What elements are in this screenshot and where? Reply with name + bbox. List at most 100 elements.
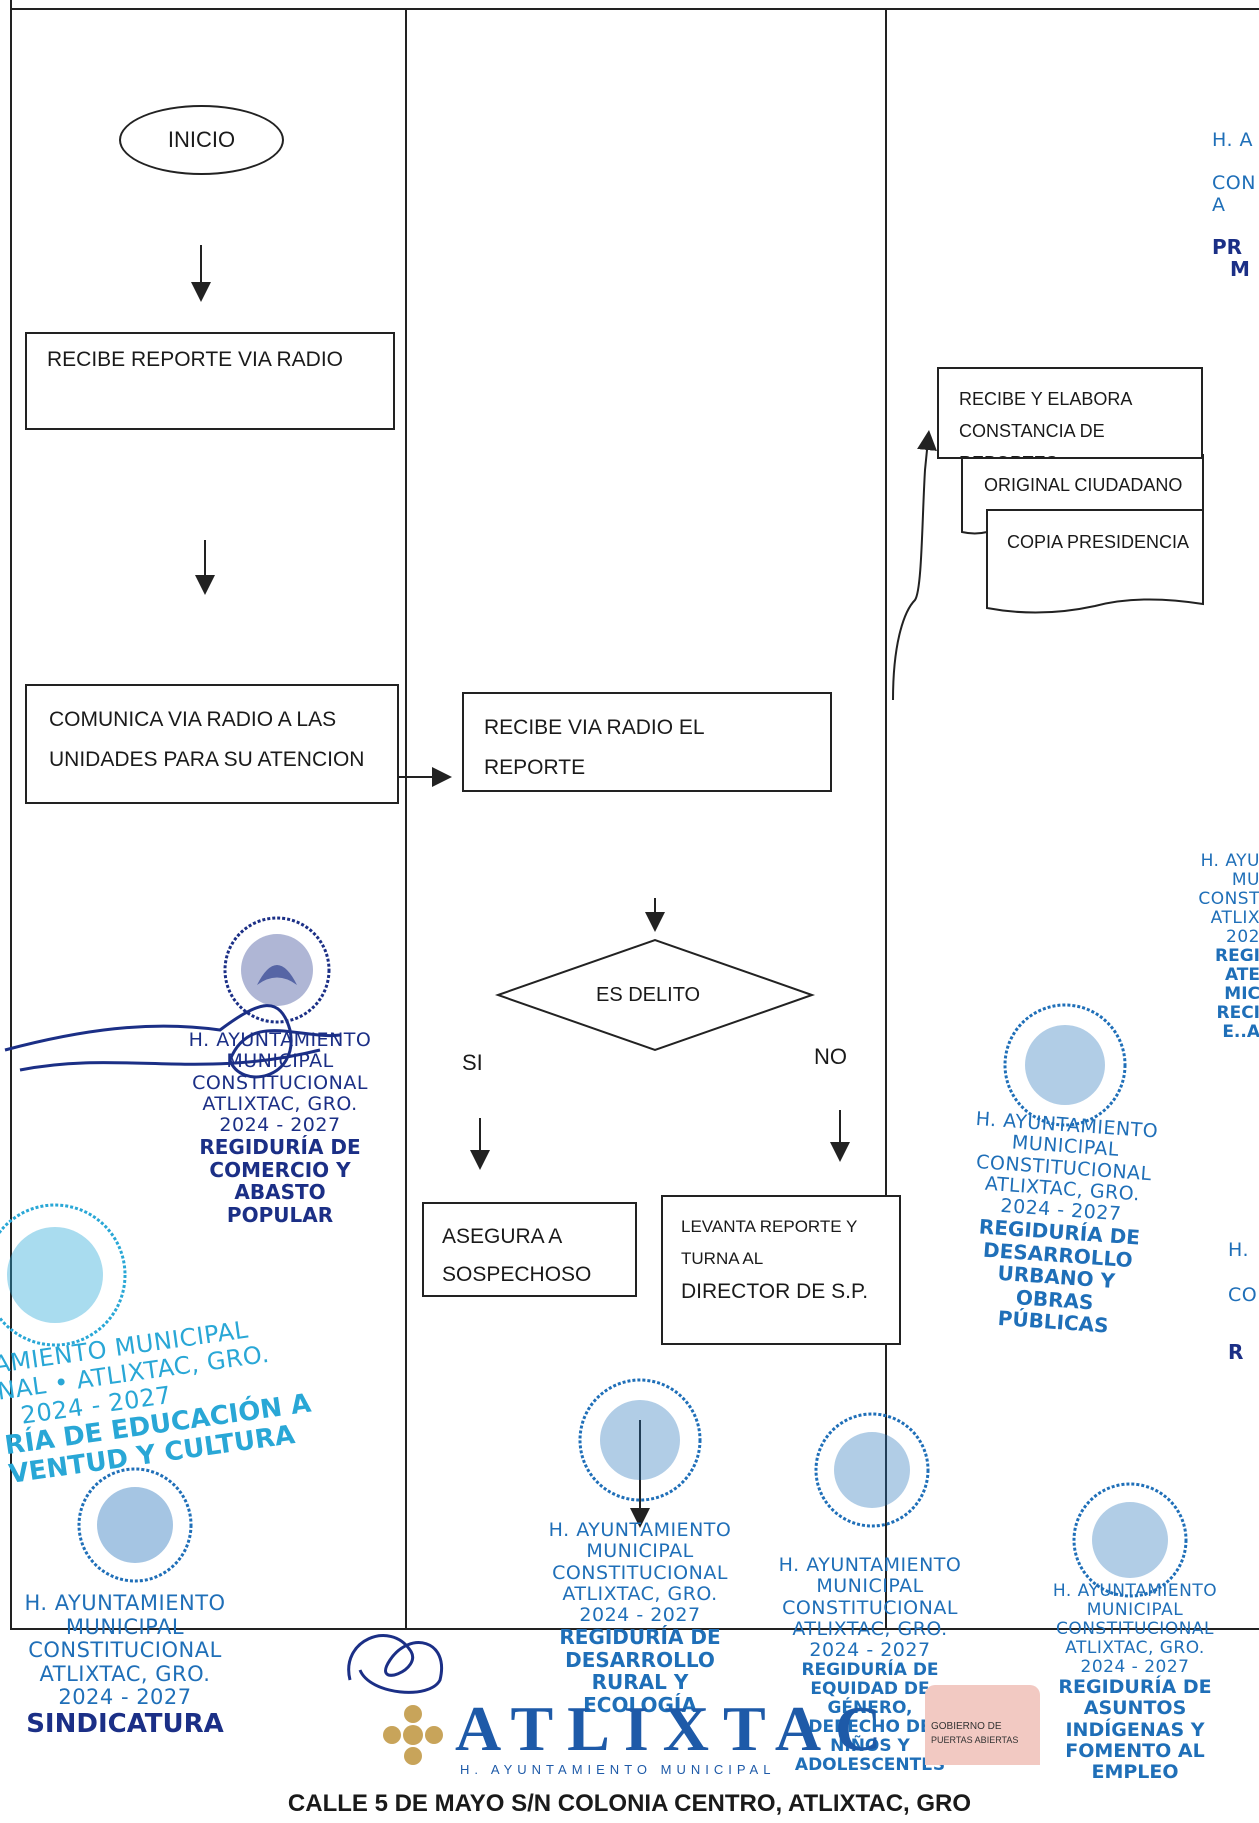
flow-arrows <box>191 245 1204 1528</box>
file-report-box: LEVANTA REPORTE Y TURNA AL DIRECTOR DE S… <box>661 1195 901 1345</box>
seal-right-edge-low: H. CO R <box>1228 1239 1259 1364</box>
seal-comercio-l1: H. AYUNTAMIENTO <box>188 1029 372 1051</box>
seal-right-mid-l4: ATLIX <box>1210 908 1259 929</box>
frame-bottom-border <box>10 1628 1259 1630</box>
atlixtac-logo-text: ATLIXTAC <box>455 1693 896 1764</box>
secure-suspect-label: ASEGURA A SOSPECHOSO <box>442 1225 592 1286</box>
seal-right-mid-l8: MIC <box>1224 984 1259 1005</box>
seal-equidad-l8: GÉNERO, <box>827 1698 913 1719</box>
receive-report-label: RECIBE REPORTE VIA RADIO <box>47 348 344 371</box>
eagle-seal-rural <box>578 1378 702 1502</box>
seal-rural-l6: REGIDURÍA DE <box>559 1625 721 1650</box>
seal-rural-l9: ECOLOGÍA <box>583 1692 697 1717</box>
seal-sindicatura-l1: H. AYUNTAMIENTO <box>24 1591 226 1615</box>
signature-comercio <box>4 1004 341 1079</box>
seal-sindicatura: H. AYUNTAMIENTO MUNICIPAL CONSTITUCIONAL… <box>0 1591 250 1739</box>
seal-comercio-l5: 2024 - 2027 <box>219 1114 341 1137</box>
seal-indigenas-l4: ATLIXTAC, GRO. <box>1065 1638 1205 1659</box>
seal-equidad-l11: ADOLESCENTES <box>794 1755 946 1776</box>
constancy-box: RECIBE Y ELABORA CONSTANCIA DE REPORTES <box>937 367 1203 459</box>
eagle-seal-educacion <box>0 1203 127 1347</box>
seal-indigenas-l6: REGIDURÍA DE <box>1058 1676 1212 1699</box>
seal-right-edge-mid: H. AYU MU CONST ATLIX 202 REGI ATE MIC R… <box>1180 851 1259 1042</box>
file-report-label-2: DIRECTOR DE S.P. <box>681 1280 869 1303</box>
seal-indigenas-l8: INDÍGENAS Y <box>1065 1718 1205 1741</box>
seal-equidad-l2: MUNICIPAL <box>816 1575 924 1598</box>
seal-indigenas-l7: ASUNTOS <box>1083 1697 1187 1720</box>
seal-right-low-l3: R <box>1228 1339 1244 1364</box>
seal-right-mid-l2: MU <box>1231 870 1259 891</box>
original-citizen-label: ORIGINAL CIUDADANO <box>984 475 1183 495</box>
seal-sindicatura-l6: SINDICATURA <box>26 1708 224 1739</box>
seal-equidad-l9: DERECHO DE <box>808 1717 932 1738</box>
decision-yes-label: SI <box>462 1050 483 1075</box>
seal-equidad-l6: REGIDURÍA DE <box>801 1660 939 1681</box>
seal-equidad-l1: H. AYUNTAMIENTO <box>778 1554 962 1576</box>
atlixtac-logo-icon <box>383 1705 443 1765</box>
seal-rural-l1: H. AYUNTAMIENTO <box>548 1519 732 1541</box>
seal-sindicatura-l4: ATLIXTAC, GRO. <box>39 1661 211 1686</box>
seal-right-top-l2: CON <box>1212 172 1256 195</box>
seal-rural-l5: 2024 - 2027 <box>579 1604 701 1627</box>
seal-right-low-l1: H. <box>1228 1239 1249 1261</box>
arrow-to-lane3 <box>892 430 937 701</box>
communicate-radio-box: COMUNICA VIA RADIO A LAS UNIDADES PARA S… <box>25 684 399 804</box>
decision-diamond <box>494 938 816 1052</box>
seal-comercio: H. AYUNTAMIENTO MUNICIPAL CONSTITUCIONAL… <box>170 1029 390 1227</box>
footer-address: CALLE 5 DE MAYO S/N COLONIA CENTRO, ATLI… <box>287 1790 972 1817</box>
seal-equidad-l3: CONSTITUCIONAL <box>782 1596 958 1619</box>
seal-equidad-l5: 2024 - 2027 <box>809 1639 931 1662</box>
seal-right-mid-l5: 202 <box>1226 927 1259 948</box>
atlixtac-logo-subtitle: H. AYUNTAMIENTO MUNICIPAL <box>460 1762 776 1777</box>
seal-sindicatura-l3: CONSTITUCIONAL <box>28 1638 222 1663</box>
lane-divider-1 <box>405 8 407 1630</box>
eagle-seal-equidad <box>814 1412 930 1528</box>
seal-right-mid-l7: ATE <box>1224 965 1259 986</box>
file-report-label-1: LEVANTA REPORTE Y TURNA AL <box>681 1217 858 1268</box>
copy-presidency-label: COPIA PRESIDENCIA <box>1007 532 1190 552</box>
seal-right-top-l3: A <box>1212 193 1226 216</box>
seal-indigenas-l9: FOMENTO AL <box>1065 1739 1205 1762</box>
start-label: INICIO <box>167 127 236 152</box>
doc-shape-copy <box>986 509 1204 614</box>
eagle-seal-comercio <box>223 916 331 1024</box>
eagle-seal-urbano <box>1003 1003 1127 1127</box>
lane-divider-2 <box>885 8 887 1630</box>
seal-comercio-l2: MUNICIPAL <box>226 1050 334 1073</box>
seal-rural-l7: DESARROLLO <box>565 1647 715 1672</box>
badge-line-1: GOBIERNO DE <box>931 1721 1002 1732</box>
signature-sindicatura <box>347 1634 444 1694</box>
seal-indigenas-l2: MUNICIPAL <box>1086 1600 1184 1621</box>
government-badge: GOBIERNO DE PUERTAS ABIERTAS <box>925 1685 1040 1765</box>
seal-indigenas-l5: 2024 - 2027 <box>1080 1657 1190 1678</box>
doc-shape-original <box>961 454 1204 535</box>
seal-right-top-l1: H. A <box>1212 129 1254 151</box>
seal-comercio-l9: POPULAR <box>226 1202 334 1227</box>
eagle-seal-indigenas <box>1072 1482 1188 1598</box>
seal-indigenas-l1: H. AYUNTAMIENTO <box>1052 1581 1218 1601</box>
badge-line-2: PUERTAS ABIERTAS <box>931 1735 1019 1745</box>
constancy-label: RECIBE Y ELABORA CONSTANCIA DE REPORTES <box>959 389 1132 457</box>
seal-right-mid-l6: REGI <box>1215 946 1259 967</box>
seal-comercio-l4: ATLIXTAC, GRO. <box>202 1092 358 1115</box>
seal-right-top-l4: PR <box>1212 234 1243 259</box>
receive-radio-box: RECIBE VIA RADIO EL REPORTE <box>462 692 832 792</box>
seal-right-low-l2: CO <box>1228 1284 1258 1307</box>
seal-equidad: H. AYUNTAMIENTO MUNICIPAL CONSTITUCIONAL… <box>760 1554 980 1776</box>
seal-comercio-l8: ABASTO <box>234 1180 326 1205</box>
seal-comercio-l7: COMERCIO Y <box>209 1157 351 1182</box>
seal-indigenas-l3: CONSTITUCIONAL <box>1055 1619 1215 1640</box>
seal-comercio-l3: CONSTITUCIONAL <box>192 1071 368 1094</box>
seal-rural-l4: ATLIXTAC, GRO. <box>562 1582 718 1605</box>
seal-indigenas-l10: EMPLEO <box>1091 1761 1179 1784</box>
receive-report-box: RECIBE REPORTE VIA RADIO <box>25 332 395 430</box>
seal-sindicatura-l5: 2024 - 2027 <box>58 1685 192 1710</box>
seal-right-mid-l1: H. AYU <box>1200 851 1259 871</box>
seal-right-top-l5: M <box>1230 257 1250 282</box>
decision-no-label: NO <box>814 1044 847 1069</box>
seal-comercio-l6: REGIDURÍA DE <box>199 1135 361 1160</box>
receive-radio-label: RECIBE VIA RADIO EL REPORTE <box>484 716 704 779</box>
seal-rural-l2: MUNICIPAL <box>586 1540 694 1563</box>
seal-equidad-l4: ATLIXTAC, GRO. <box>792 1617 948 1640</box>
secure-suspect-box: ASEGURA A SOSPECHOSO <box>422 1202 637 1297</box>
